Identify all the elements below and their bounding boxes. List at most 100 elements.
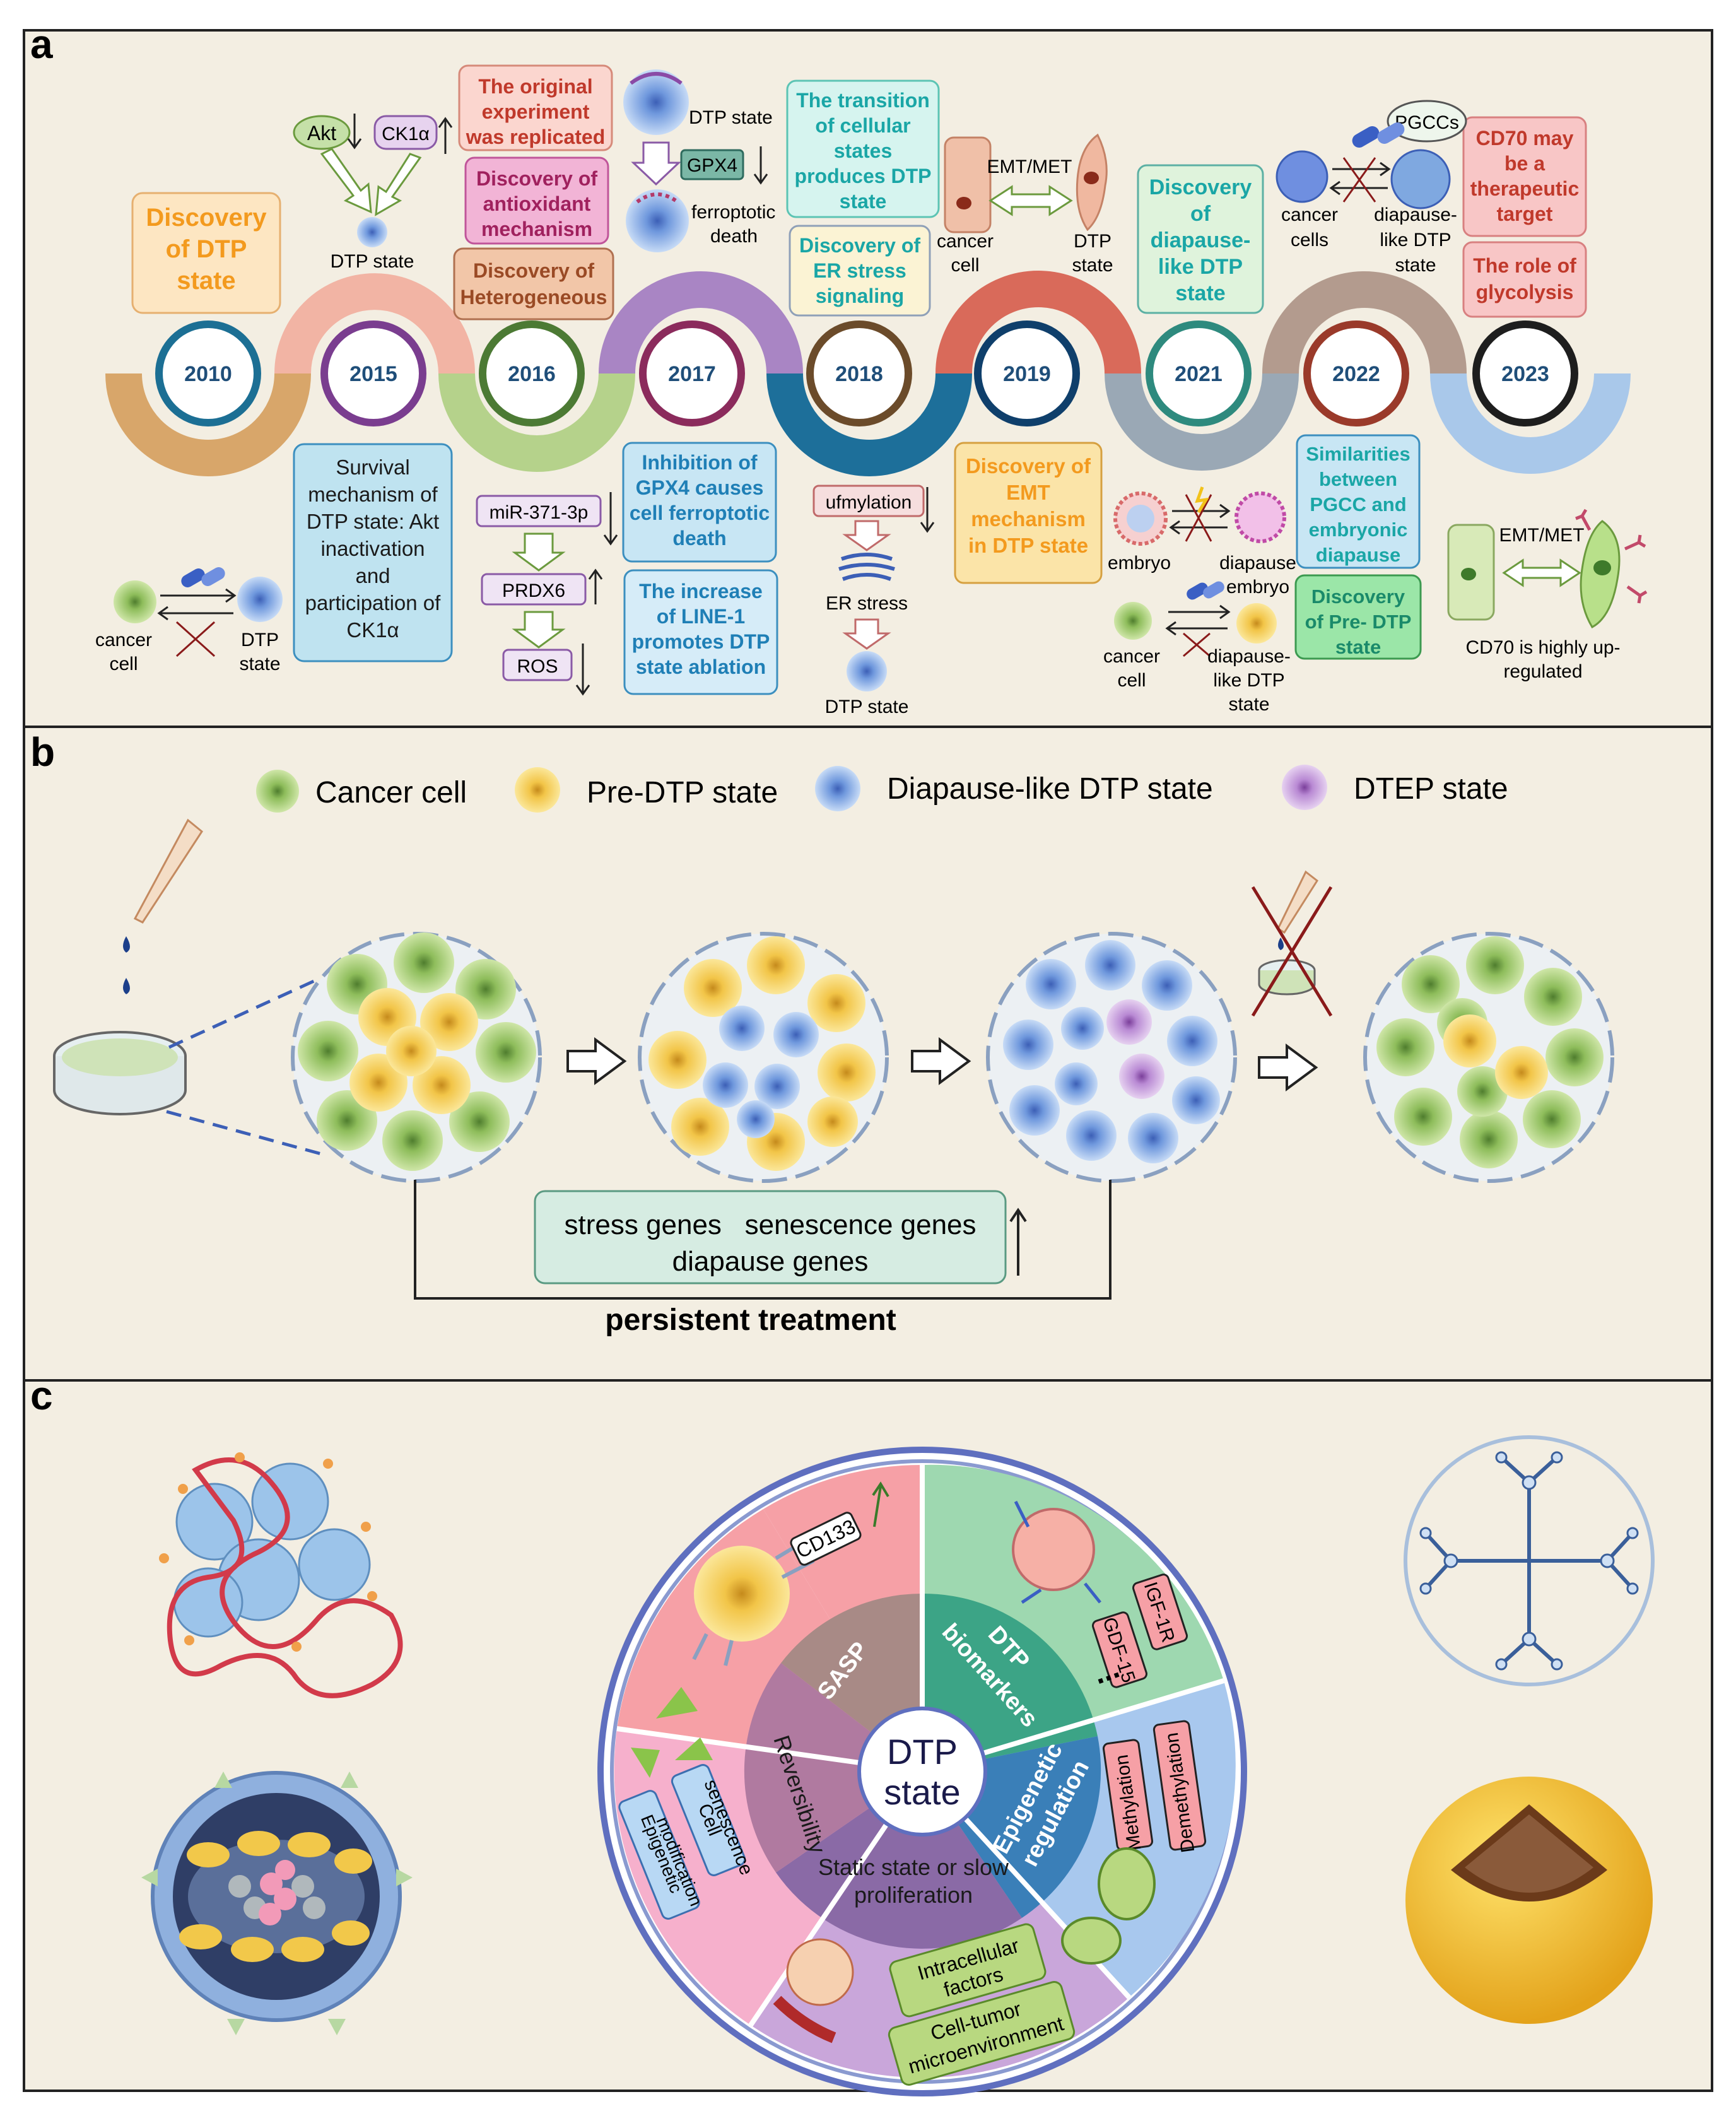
year-label-2016: 2016	[508, 362, 556, 386]
year-circle-2023	[1472, 320, 1578, 426]
dtp-state-2015-line-1: DTP	[241, 630, 279, 650]
er-line-2: ER stress	[813, 259, 906, 282]
panel-c: c	[23, 1373, 1713, 2096]
diapause-line-2: of	[1190, 202, 1211, 226]
heterogeneous-line-2: Heterogeneous	[460, 286, 607, 309]
box-2022-predtp: Discovery of Pre- DTP state	[1294, 574, 1422, 660]
box-2016-heterogeneous: Discovery of Heterogeneous	[453, 247, 614, 320]
transition-line-3: states	[834, 139, 893, 162]
cell-cluster-1	[291, 932, 542, 1183]
genes-line-2: diapause genes	[672, 1246, 869, 1277]
survival-line-7: CK1α	[346, 618, 399, 642]
cancer-cells-2022-line-2: cells	[1291, 230, 1328, 250]
mir-label: miR-371-3p	[490, 502, 589, 523]
antioxidant-line-2: antioxidant	[483, 192, 591, 215]
persistent-treatment-label: persistent treatment	[605, 1303, 896, 1337]
extracellular-trap-illustration	[159, 1452, 403, 1698]
legend: Cancer cell Pre-DTP state Diapause-like …	[256, 765, 1508, 813]
diapause-like-dtp-2022-line-1: diapause-	[1207, 646, 1291, 667]
panel-c-label: c	[30, 1373, 53, 1418]
dtp-state-label-2017: DTP state	[689, 107, 773, 128]
embryo-illustration-2022: embryo diapause embryo cancer cell diapa…	[1103, 486, 1296, 715]
transition-line-5: state	[840, 190, 887, 213]
similar-line-4: embryonic	[1309, 519, 1408, 541]
cd70-line-1: CD70 may	[1476, 127, 1574, 150]
box-2015-survival: Survival mechanism of DTP state: Akt ina…	[293, 443, 453, 662]
panel-a: a 2010 2015 2016	[23, 21, 1713, 728]
er-line-1: Discovery of	[799, 234, 920, 257]
ros-label: ROS	[517, 656, 558, 677]
pill-icon	[1187, 581, 1224, 600]
wheel-center-line-1: DTP	[887, 1732, 958, 1772]
diapause-line-4: like DTP	[1158, 255, 1243, 279]
biomarker-cell-illustration: IGF-1R GDF-15 ...	[1012, 1500, 1188, 1691]
ufmylation-label: ufmylation	[826, 492, 912, 513]
pill-icon	[181, 567, 225, 587]
year-circle-2010	[155, 320, 261, 426]
recycle-icon	[631, 1687, 713, 1778]
sasp-cell-illustration: CD133	[692, 1481, 889, 1666]
glycolysis-line-2: glycolysis	[1476, 281, 1574, 303]
line1-line-4: state ablation	[636, 655, 766, 678]
box-2010-line-1: Discovery	[146, 204, 267, 232]
year-circles	[155, 320, 1578, 426]
survival-line-3: DTP state: Akt	[307, 510, 439, 533]
petri-dish-icon	[53, 1031, 187, 1115]
box-2023-cd70: CD70 may be a therapeutic target	[1462, 116, 1587, 237]
year-label-2019: 2019	[1003, 362, 1051, 386]
box-2018-er: Discovery of ER stress signaling	[789, 225, 931, 317]
cancer-cell-2015-line-1: cancer	[95, 630, 152, 650]
dtp-state-label-2015: DTP state	[331, 251, 414, 272]
liposome-illustration	[1405, 1777, 1653, 2024]
year-circle-2015	[320, 320, 426, 426]
genes-line-1: stress genes senescence genes	[564, 1209, 976, 1240]
ck1a-label: CK1α	[382, 124, 430, 144]
arrow-right-2	[911, 1037, 971, 1085]
diapause-line-3: diapause-	[1151, 228, 1251, 252]
dtp-state-2015-line-2: state	[239, 654, 280, 674]
year-circle-2022	[1303, 320, 1409, 426]
akt-label: Akt	[307, 122, 336, 144]
box-2010-line-3: state	[177, 267, 235, 295]
treatment-bracket	[414, 1180, 1111, 1300]
dtp-state-2019-line-1: DTP	[1074, 231, 1111, 252]
akt-ck1a-illustration: Akt CK1α DTP state	[293, 114, 453, 272]
predtp-line-3: state	[1335, 636, 1381, 658]
box-2010-line-2: of DTP	[166, 235, 247, 263]
box-2017-line1: The increase of LINE-1 promotes DTP stat…	[623, 569, 778, 695]
box-2017-gpx4: Inhibition of GPX4 causes cell ferroptot…	[622, 442, 777, 563]
dtp-state-2018-label: DTP state	[825, 697, 909, 717]
cancer-cell-2022-line-2: cell	[1117, 670, 1146, 691]
replicated-line-1: The original	[478, 75, 592, 98]
box-2019-emt: Discovery of EMT mechanism in DTP state	[954, 442, 1103, 584]
year-circle-2019	[974, 320, 1080, 426]
diapause-like-dtp-2022-line-2: like DTP	[1213, 670, 1284, 691]
timeline-band	[105, 271, 1631, 476]
ufmylation-illustration: ufmylation ER stress DTP state	[812, 485, 935, 717]
box-2016-replicated: The original experiment was replicated	[458, 64, 613, 151]
er-stress-label: ER stress	[826, 593, 908, 614]
similar-line-2: between	[1319, 468, 1397, 490]
year-label-2018: 2018	[835, 362, 883, 386]
predtp-line-1: Discovery	[1311, 585, 1405, 608]
dendrimer-illustration	[1404, 1435, 1655, 1686]
antioxidant-line-3: mechanism	[481, 218, 592, 240]
wheel-center-line-2: state	[884, 1772, 960, 1812]
segment-static-line-2: proliferation	[854, 1882, 973, 1908]
emt-illustration-2023: EMT/MET CD70 is highly up- regulated	[1447, 508, 1648, 682]
glycolysis-line-1: The role of	[1473, 254, 1576, 277]
year-circle-2017	[639, 320, 745, 426]
mir-prdx6-ros: miR-371-3p PRDX6 ROS	[476, 492, 618, 696]
cancer-cell-2019-line-1: cancer	[937, 231, 994, 252]
pill-icon	[1352, 122, 1405, 148]
cell-cluster-3	[986, 932, 1237, 1183]
replicated-line-3: was replicated	[466, 126, 606, 148]
box-2018-transition: The transition of cellular states produc…	[786, 79, 940, 218]
line1-line-2: of LINE-1	[657, 605, 745, 628]
blastocyst-illustration	[141, 1771, 413, 2035]
emt-line-2: EMT	[1006, 481, 1050, 504]
year-label-2022: 2022	[1332, 362, 1380, 386]
emt-line-1: Discovery of	[966, 454, 1091, 478]
embryo-label: embryo	[1108, 553, 1171, 573]
prdx6-label: PRDX6	[502, 580, 565, 601]
